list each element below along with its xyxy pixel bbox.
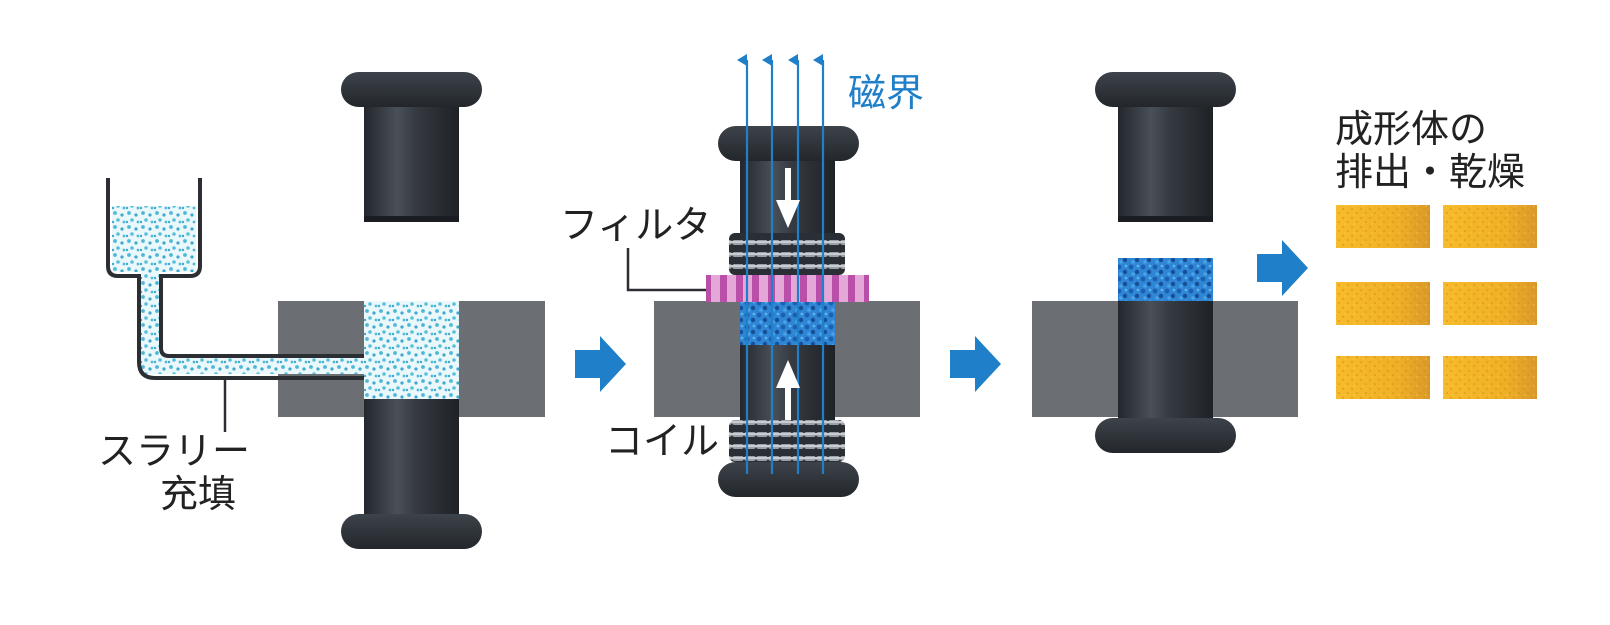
output-label-line2: 排出・乾燥: [1335, 149, 1526, 194]
filter-layer: [706, 275, 869, 302]
stage-2-magnetic-pressing: [626, 54, 920, 497]
upper-punch: [341, 72, 482, 222]
up-arrow-icon: [776, 360, 800, 420]
slurry-hopper: [106, 178, 364, 380]
compressed-compact: [740, 302, 835, 345]
magnetic-field-arrow-icon: [737, 54, 825, 474]
output-label: 成形体の 排出・乾燥: [1335, 108, 1525, 193]
upper-punch: [1095, 72, 1236, 222]
output-label-line1: 成形体の: [1335, 107, 1488, 151]
compact-block: [1443, 282, 1537, 325]
finished-compacts: [1336, 205, 1537, 399]
compact-block: [1336, 356, 1430, 399]
compact-block: [1443, 356, 1537, 399]
compact-block: [1336, 282, 1430, 325]
coil-label: コイル: [605, 419, 720, 463]
compact-block: [1336, 205, 1430, 248]
upper-coil: [729, 233, 845, 275]
slurry-label-line1: スラリー: [98, 429, 251, 473]
magnetic-field-label: 磁界: [848, 71, 925, 115]
compact-block: [1443, 205, 1537, 248]
slurry-label: スラリー 充填: [98, 430, 250, 515]
stage-1-slurry-filling: [106, 72, 545, 549]
right-arrow-icon: [950, 336, 1001, 392]
lower-coil: [729, 420, 845, 462]
ejected-compact: [1118, 258, 1213, 301]
lower-punch: [341, 399, 482, 549]
filter-label: フィルタ: [560, 203, 712, 247]
right-arrow-icon: [575, 336, 626, 392]
die-cavity-slurry: [364, 301, 459, 399]
right-arrow-icon: [1257, 240, 1308, 296]
stage-3-ejection: [1032, 72, 1298, 453]
filter-leader-line: [626, 248, 706, 292]
down-arrow-icon: [776, 168, 800, 228]
lower-punch: [1095, 301, 1236, 453]
slurry-label-line2: 充填: [160, 471, 237, 516]
